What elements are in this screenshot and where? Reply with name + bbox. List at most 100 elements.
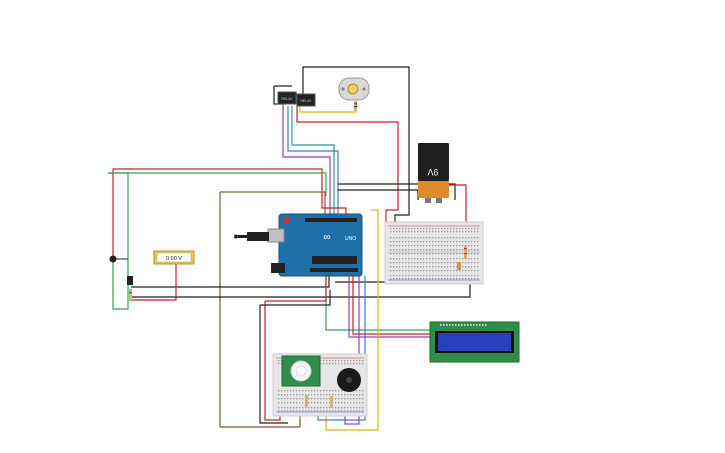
breadboard-hole — [399, 245, 401, 247]
breadboard-hole — [423, 275, 425, 277]
dc-motor[interactable] — [338, 77, 370, 101]
breadboard-hole — [362, 407, 364, 409]
multimeter[interactable]: 0.00 V — [153, 250, 195, 265]
breadboard-hole — [417, 245, 419, 247]
breadboard-hole — [438, 262, 440, 264]
wire-red-relay[interactable] — [296, 105, 399, 228]
svg-text:RELAY: RELAY — [281, 97, 293, 101]
wire-black-arduino-bb1[interactable] — [338, 183, 456, 200]
breadboard-hole — [420, 270, 422, 272]
wire-black-top-loop[interactable] — [302, 66, 410, 228]
breadboard-hole — [338, 402, 340, 404]
breadboard-hole — [350, 363, 352, 365]
resistor-bb-right[interactable] — [464, 245, 467, 259]
breadboard-hole — [420, 258, 422, 260]
probe-connector[interactable] — [109, 255, 129, 263]
led-bb-right[interactable] — [457, 262, 461, 270]
breadboard-hole — [450, 253, 452, 255]
arduino-uno[interactable]: ∞ UNO — [267, 213, 363, 277]
usb-cable[interactable] — [234, 232, 269, 241]
breadboard-right[interactable] — [384, 221, 484, 285]
breadboard-hole — [296, 402, 298, 404]
relay-1[interactable]: RELAY — [277, 91, 297, 105]
breadboard-hole — [444, 237, 446, 239]
wire-purple-relay[interactable] — [282, 104, 331, 218]
breadboard-hole — [341, 410, 343, 412]
breadboard-hole — [462, 266, 464, 268]
breadboard-hole — [362, 402, 364, 404]
breadboard-hole — [438, 270, 440, 272]
breadboard-hole — [441, 231, 443, 233]
breadboard-hole — [429, 266, 431, 268]
breadboard-hole — [456, 262, 458, 264]
breadboard-hole — [420, 266, 422, 268]
breadboard-hole — [320, 402, 322, 404]
wire-black-bottom-2[interactable] — [131, 284, 471, 298]
breadboard-hole — [341, 390, 343, 392]
breadboard-hole — [468, 253, 470, 255]
breadboard-hole — [308, 407, 310, 409]
breadboard-hole — [393, 237, 395, 239]
wire-purple-lcd[interactable] — [348, 276, 431, 338]
resistor-lower-1[interactable] — [305, 395, 308, 407]
breadboard-hole — [477, 262, 479, 264]
breadboard-hole — [462, 278, 464, 280]
breadboard-hole — [471, 253, 473, 255]
breadboard-hole — [471, 258, 473, 260]
relay-2[interactable]: RELAY — [296, 93, 316, 107]
breadboard-hole — [438, 241, 440, 243]
piezo-buzzer[interactable] — [337, 368, 361, 392]
breadboard-hole — [326, 410, 328, 412]
resistor-left[interactable] — [129, 289, 132, 301]
breadboard-hole — [393, 231, 395, 233]
breadboard-hole — [296, 407, 298, 409]
breadboard-hole — [402, 266, 404, 268]
breadboard-hole — [414, 253, 416, 255]
breadboard-hole — [402, 237, 404, 239]
breadboard-hole — [353, 407, 355, 409]
breadboard-hole — [296, 398, 298, 400]
breadboard-hole — [359, 360, 361, 362]
breadboard-hole — [308, 398, 310, 400]
breadboard-hole — [429, 228, 431, 230]
breadboard-hole — [390, 275, 392, 277]
wire-yellow-lower[interactable] — [325, 209, 379, 431]
resistor-motor[interactable] — [354, 101, 357, 111]
wire-red-left[interactable] — [112, 168, 347, 258]
breadboard-hole — [353, 360, 355, 362]
breadboard-hole — [332, 363, 334, 365]
breadboard-hole — [447, 262, 449, 264]
breadboard-hole — [414, 275, 416, 277]
wire-red-multimeter[interactable] — [130, 263, 177, 301]
wire-brown-loop[interactable] — [219, 191, 326, 428]
breadboard-hole — [308, 390, 310, 392]
multimeter-reading: 0.00 V — [166, 256, 182, 262]
wire-green-left-2[interactable] — [108, 172, 327, 196]
wire-green-left[interactable] — [108, 172, 129, 310]
resistor-lower-2[interactable] — [330, 396, 333, 408]
breadboard-hole — [477, 237, 479, 239]
breadboard-hole — [426, 262, 428, 264]
wire-teal-relay[interactable] — [291, 106, 335, 218]
wire-black-arduino-bb2[interactable] — [338, 189, 419, 200]
lcd-16x2[interactable] — [429, 321, 520, 363]
reset-button[interactable] — [283, 218, 289, 224]
lcd-pin — [482, 324, 484, 326]
wire-black-bottom-1[interactable] — [131, 274, 330, 288]
battery-9v[interactable]: 9V — [418, 143, 449, 203]
breadboard-hole — [453, 241, 455, 243]
breadboard-hole — [477, 241, 479, 243]
wire-red-lcd[interactable] — [352, 276, 431, 335]
breadboard-hole — [423, 231, 425, 233]
breadboard-hole — [329, 360, 331, 362]
breadboard-hole — [293, 410, 295, 412]
breadboard-hole — [390, 266, 392, 268]
wire-black-lower[interactable] — [259, 290, 331, 424]
breadboard-hole — [468, 262, 470, 264]
transistor-left[interactable] — [127, 276, 133, 285]
breadboard-hole — [405, 266, 407, 268]
breadboard-hole — [408, 249, 410, 251]
breadboard-hole — [441, 249, 443, 251]
pir-sensor[interactable] — [281, 355, 321, 387]
breadboard-hole — [438, 278, 440, 280]
